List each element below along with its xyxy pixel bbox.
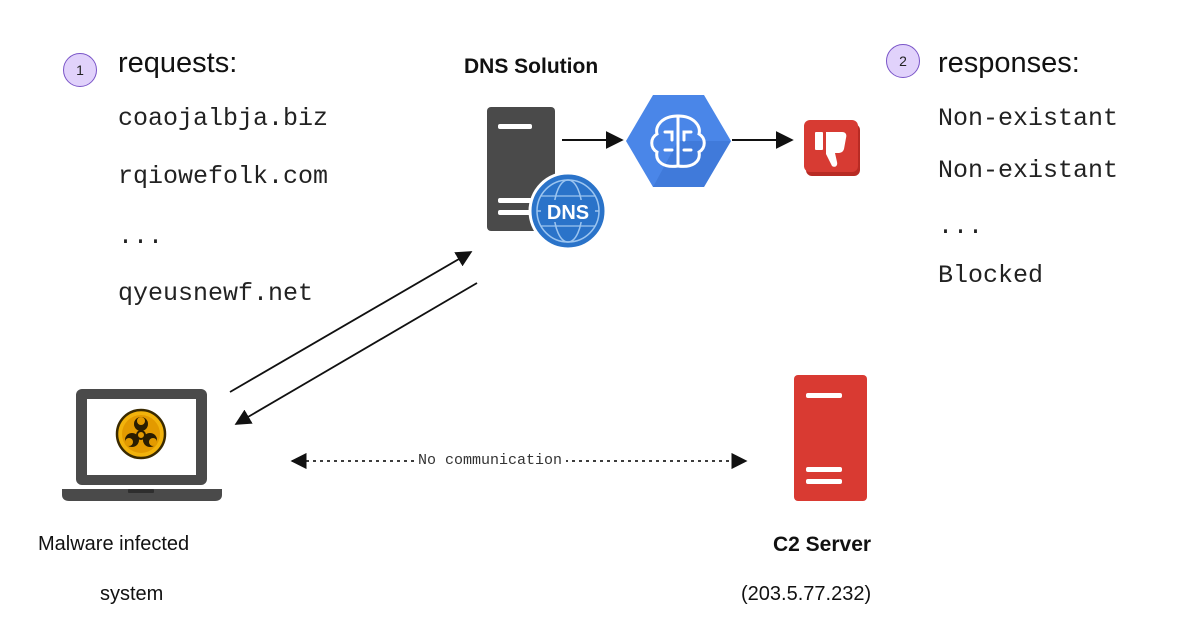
no-communication-label: No communication bbox=[414, 452, 567, 469]
c2-server-title: C2 Server bbox=[773, 533, 872, 556]
brain-hexagon-icon bbox=[626, 95, 731, 187]
c2-server-icon bbox=[794, 375, 867, 501]
response-item: ... bbox=[938, 212, 984, 241]
globe-icon bbox=[528, 171, 608, 251]
request-item: rqiowefolk.com bbox=[118, 162, 329, 191]
malware-label-line2: system bbox=[100, 583, 164, 605]
request-item: qyeusnewf.net bbox=[118, 279, 314, 308]
dns-solution-title: DNS Solution bbox=[464, 55, 599, 78]
response-item: Non-existant bbox=[938, 156, 1119, 185]
arrow-dns-to-malware bbox=[234, 282, 478, 425]
dns-globe-label: DNS bbox=[547, 202, 589, 224]
thumbs-down-icon bbox=[804, 120, 860, 176]
response-item: Blocked bbox=[938, 261, 1044, 290]
request-item: coaojalbja.biz bbox=[118, 104, 329, 133]
c2-server-ip: (203.5.77.232) bbox=[741, 583, 872, 605]
response-item: Non-existant bbox=[938, 104, 1119, 133]
step-1-badge: 1 bbox=[63, 53, 97, 87]
biohazard-icon bbox=[115, 408, 167, 460]
responses-heading: responses: bbox=[938, 47, 1080, 79]
request-item: ... bbox=[118, 222, 164, 251]
arrow-malware-to-dns bbox=[229, 251, 473, 393]
malware-label-line1: Malware infected bbox=[38, 533, 190, 555]
requests-heading: requests: bbox=[118, 47, 238, 79]
step-2-badge: 2 bbox=[886, 44, 920, 78]
